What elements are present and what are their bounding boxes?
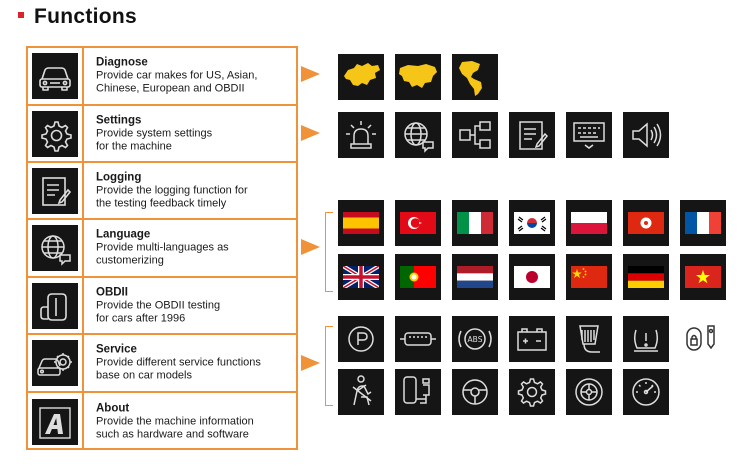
battery-icon[interactable] [509, 316, 555, 362]
alarm-light-icon[interactable] [338, 112, 384, 158]
asia-map-icon[interactable] [395, 54, 441, 100]
brand-logo-icon [32, 398, 78, 445]
oil-filter-icon[interactable] [566, 316, 612, 362]
function-desc: Provide multi-languages as [96, 241, 229, 254]
flag-turkish[interactable] [395, 200, 441, 246]
function-row-language[interactable]: Language Provide multi-languages as cust… [28, 220, 296, 278]
function-desc: Provide system settings [96, 127, 213, 139]
function-name: Logging [96, 171, 142, 183]
function-row-service[interactable]: Service Provide different service functi… [28, 335, 296, 393]
row-divider [82, 48, 84, 104]
flag-italian[interactable] [452, 200, 498, 246]
function-desc: customerizing [96, 254, 164, 267]
key-fob-icon[interactable] [680, 316, 726, 362]
flag-chinese[interactable] [566, 254, 612, 300]
function-desc: Provide different service functions [96, 356, 261, 369]
function-name: Service [96, 343, 137, 356]
flag-vietnamese[interactable] [680, 254, 726, 300]
steering-wheel-icon[interactable] [452, 369, 498, 415]
function-row-obdii[interactable]: OBDII Provide the OBDII testing for cars… [28, 278, 296, 335]
function-desc: Provide the machine information [96, 415, 254, 427]
service-bracket [325, 326, 333, 406]
functions-table: Diagnose Provide car makes for US, Asian… [26, 46, 298, 450]
row-divider [82, 393, 84, 450]
edit-document-icon[interactable] [509, 112, 555, 158]
function-desc: base on car models [96, 369, 192, 382]
abs-icon[interactable]: ABS [452, 316, 498, 362]
car-gear-icon [32, 340, 78, 386]
title-bullet [18, 12, 24, 18]
globe-chat-icon[interactable] [395, 112, 441, 158]
flag-german[interactable] [623, 254, 669, 300]
flag-english[interactable] [338, 254, 384, 300]
wheel-icon[interactable] [566, 369, 612, 415]
function-desc: Chinese, European and OBDII [96, 82, 245, 95]
function-desc: Provide the logging function for [96, 184, 248, 196]
speaker-icon[interactable] [623, 112, 669, 158]
function-name: Settings [96, 114, 142, 126]
globe-chat-icon [32, 225, 78, 271]
language-bracket [325, 212, 333, 292]
flag-dutch[interactable] [452, 254, 498, 300]
row-divider [82, 278, 84, 333]
language-arrow [301, 239, 320, 255]
function-row-diagnose[interactable]: Diagnose Provide car makes for US, Asian… [28, 48, 296, 106]
function-name: About [96, 402, 130, 414]
flag-hong-kong[interactable] [623, 200, 669, 246]
log-document-icon [32, 167, 78, 214]
seatbelt-icon[interactable] [338, 369, 384, 415]
car-front-icon [32, 53, 78, 99]
injector-icon[interactable] [395, 316, 441, 362]
function-row-logging[interactable]: Logging Provide the logging function for… [28, 163, 296, 220]
flag-portuguese[interactable] [395, 254, 441, 300]
page-title: Functions [34, 5, 138, 28]
row-divider [82, 220, 84, 276]
row-divider [82, 163, 84, 218]
seat-icon[interactable] [395, 369, 441, 415]
europe-map-icon[interactable] [338, 54, 384, 100]
parking-brake-icon[interactable] [338, 316, 384, 362]
flag-polish[interactable] [566, 200, 612, 246]
function-desc: such as hardware and software [96, 428, 249, 440]
function-name: OBDII [96, 286, 128, 298]
tpms-icon[interactable] [623, 316, 669, 362]
service-arrow [301, 355, 320, 371]
function-name: Language [96, 228, 151, 241]
flag-spanish[interactable] [338, 200, 384, 246]
throttle-gear-icon[interactable] [509, 369, 555, 415]
gauge-icon[interactable] [623, 369, 669, 415]
flag-korean[interactable] [509, 200, 555, 246]
network-icon[interactable] [452, 112, 498, 158]
flag-japanese[interactable] [509, 254, 555, 300]
function-desc: for the machine [96, 140, 172, 152]
function-desc: the testing feedback timely [96, 197, 227, 209]
function-row-about[interactable]: About Provide the machine information su… [28, 393, 296, 450]
function-desc: Provide the OBDII testing [96, 299, 221, 311]
settings-arrow [301, 125, 320, 141]
function-row-settings[interactable]: Settings Provide system settings for the… [28, 106, 296, 163]
svg-text:ABS: ABS [468, 335, 483, 344]
gear-icon [32, 110, 78, 157]
keyboard-icon[interactable] [566, 112, 612, 158]
diagnose-arrow [301, 66, 320, 82]
flag-french[interactable] [680, 200, 726, 246]
function-desc: for cars after 1996 [96, 312, 186, 324]
function-name: Diagnose [96, 56, 148, 69]
function-desc: Provide car makes for US, Asian, [96, 69, 258, 82]
row-divider [82, 106, 84, 161]
row-divider [82, 335, 84, 391]
obd-connector-icon [32, 282, 78, 329]
america-map-icon[interactable] [452, 54, 498, 100]
